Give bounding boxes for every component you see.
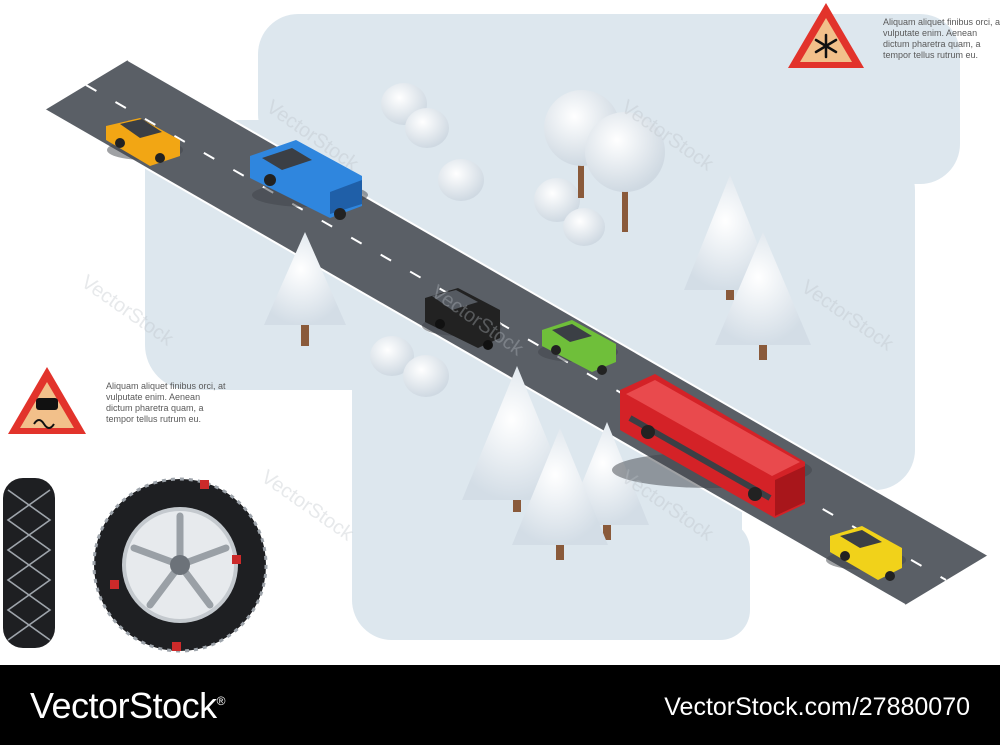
caption-line: tempor tellus rutrum eu. [883, 50, 979, 60]
red-bus [612, 374, 812, 518]
chained-wheel [92, 477, 268, 653]
caption-line: tempor tellus rutrum eu. [106, 414, 202, 424]
brand-logo: VectorStock® [30, 685, 225, 727]
caption-line: dictum pharetra quam, a [106, 403, 204, 413]
round-trees [544, 90, 665, 232]
green-car [538, 320, 618, 375]
winter-road-scene: VectorStock VectorStock VectorStock Vect… [3, 3, 989, 653]
yellow-car [826, 526, 906, 581]
snow-pine-trees [264, 175, 811, 560]
caption-line: Aliquam aliquet finibus orci, at [883, 17, 1000, 27]
caption-line: vulputate enim. Aenean [106, 392, 201, 402]
pine-tree [512, 428, 608, 560]
caption-top-right: Aliquam aliquet finibus orci, at vulputa… [883, 17, 1000, 61]
caption-line: Aliquam aliquet finibus orci, at [106, 381, 226, 391]
caption-line: dictum pharetra quam, a [883, 39, 981, 49]
black-suv [422, 288, 502, 350]
caption-line: vulputate enim. Aenean [883, 28, 978, 38]
caption-left: Aliquam aliquet finibus orci, at vulputa… [106, 381, 226, 425]
image-url: VectorStock.com/27880070 [664, 693, 970, 721]
footer-bar: VectorStock® VectorStock.com/27880070 [0, 665, 1000, 745]
taxi-car [106, 118, 183, 166]
brand-name: VectorStock [30, 685, 217, 726]
brand-registered-mark: ® [216, 694, 226, 708]
watermark-text: VectorStock [257, 466, 358, 546]
blue-van [250, 140, 368, 220]
pine-tree [715, 232, 811, 360]
pine-tree [264, 232, 346, 346]
snow-bushes [370, 83, 605, 397]
snowflake-warning-sign-icon [788, 3, 864, 68]
tire-side-view [3, 478, 55, 648]
slippery-road-warning-sign-icon [8, 367, 86, 434]
